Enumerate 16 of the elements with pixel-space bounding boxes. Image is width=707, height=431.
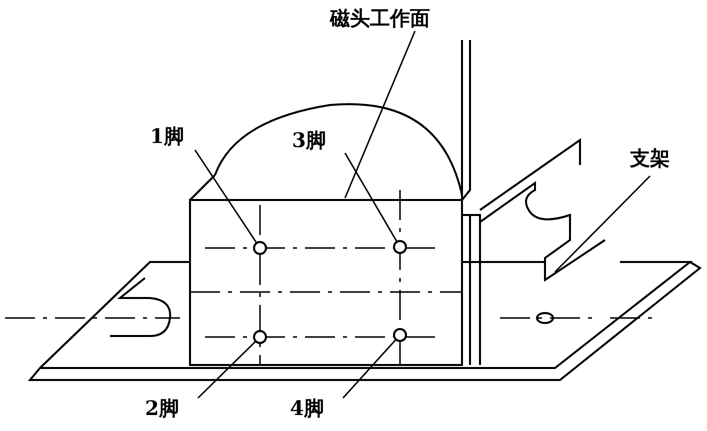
pin-circle <box>253 241 267 255</box>
leader-line <box>342 338 397 398</box>
part-label: 2脚 <box>145 396 179 420</box>
part-label: 1脚 <box>150 124 184 148</box>
leader-line <box>344 30 416 198</box>
leader-line <box>554 175 651 273</box>
leader-line <box>344 152 398 242</box>
pin-circle <box>393 240 407 254</box>
pin-circle <box>393 328 407 342</box>
leader-line <box>197 340 256 399</box>
part-label: 4脚 <box>290 396 324 420</box>
part-label: 3脚 <box>292 128 326 152</box>
part-label: 支架 <box>630 146 670 170</box>
pin-circle <box>253 330 267 344</box>
part-label: 磁头工作面 <box>330 6 430 30</box>
leader-line <box>194 150 258 244</box>
